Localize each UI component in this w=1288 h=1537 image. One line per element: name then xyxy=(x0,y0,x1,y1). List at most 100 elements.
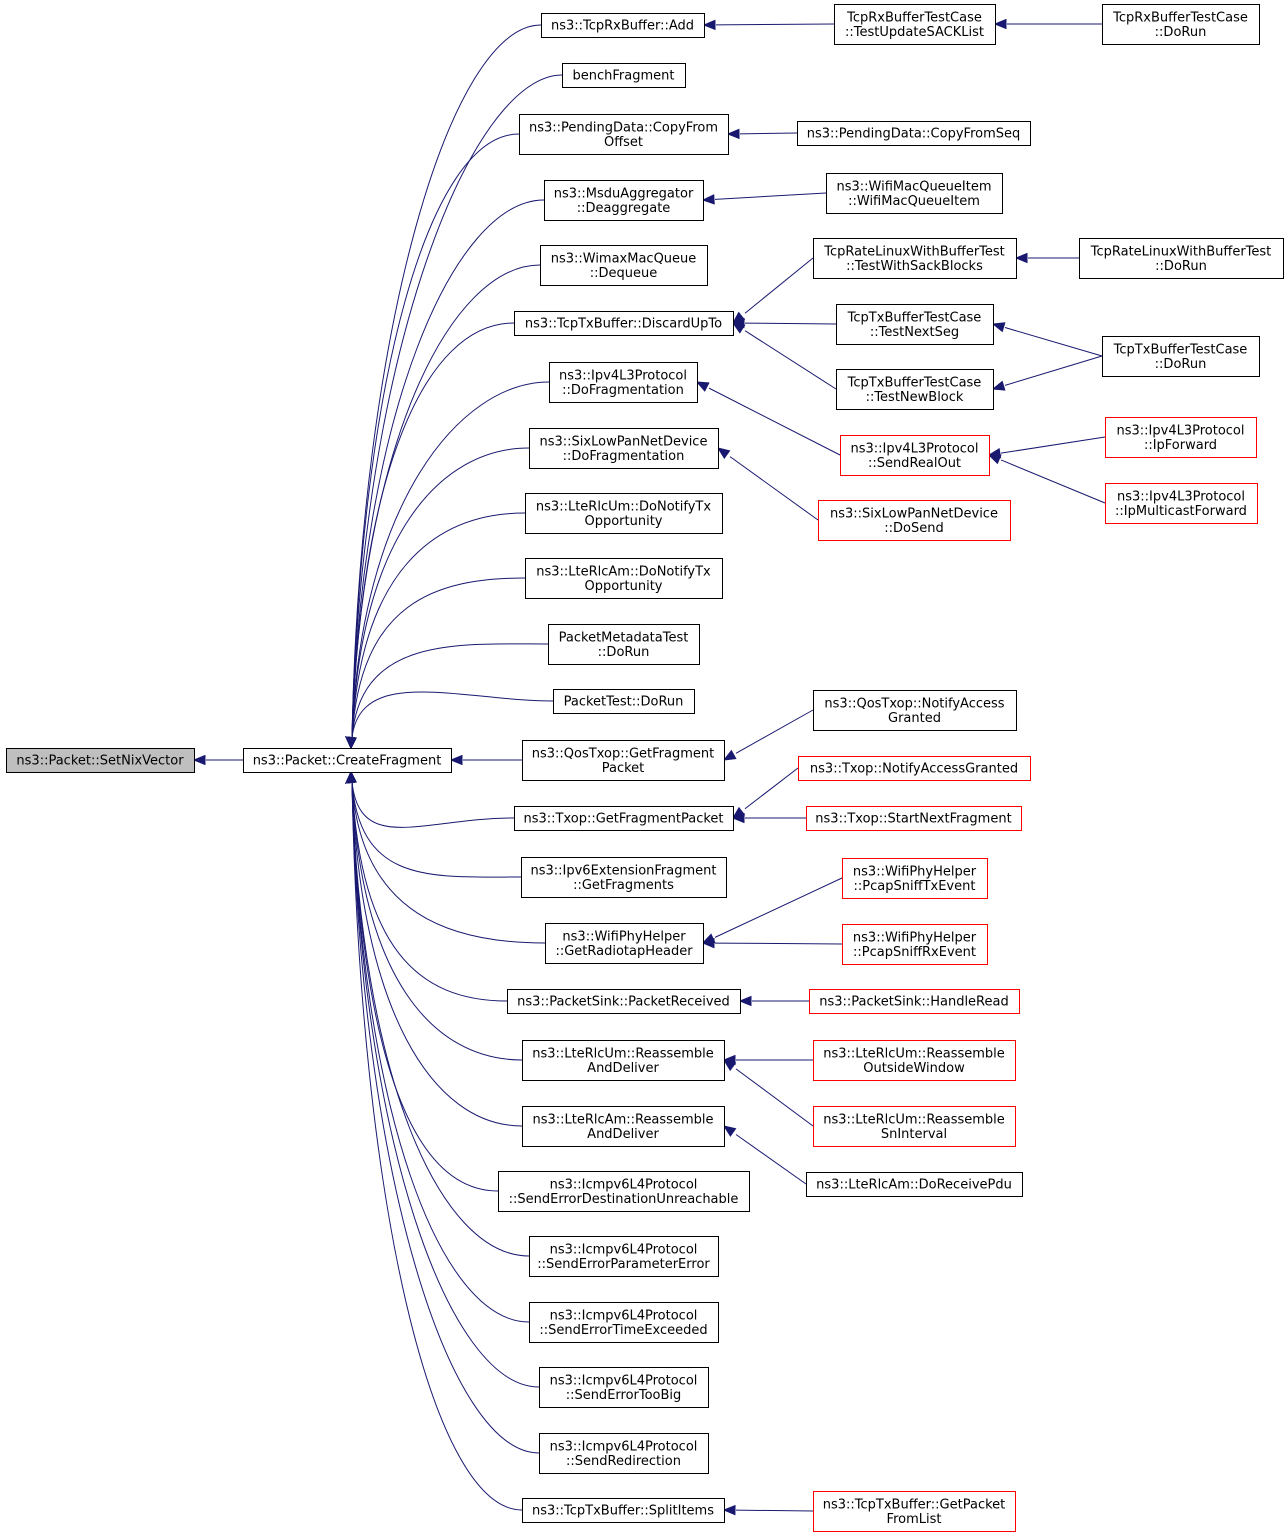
node-txtc_nextseg[interactable]: TcpTxBufferTestCase::TestNextSeg xyxy=(836,304,994,345)
node-label: ::SendErrorParameterError xyxy=(537,1257,710,1272)
node-qos_getfrag[interactable]: ns3::QosTxop::GetFragmentPacket xyxy=(522,740,725,781)
node-box xyxy=(522,740,725,781)
edge-rlcam_recvpdu-to-rlcam_reasm xyxy=(722,1125,807,1185)
node-txtc_newblock[interactable]: TcpTxBufferTestCase::TestNewBlock xyxy=(836,369,994,410)
node-label: ns3::Icmpv6L4Protocol xyxy=(550,1242,698,1257)
node-icmp_param[interactable]: ns3::Icmpv6L4Protocol::SendErrorParamete… xyxy=(529,1236,719,1277)
node-tcptx_split[interactable]: ns3::TcpTxBuffer::SplitItems xyxy=(522,1498,725,1523)
node-label: ns3::LteRlcAm::Reassemble xyxy=(533,1112,714,1127)
node-sixlow_dosend[interactable]: ns3::SixLowPanNetDevice::DoSend xyxy=(818,500,1011,541)
node-ipv4_ipfwd[interactable]: ns3::Ipv4L3Protocol::IpForward xyxy=(1105,417,1257,458)
node-icmp_destunr[interactable]: ns3::Icmpv6L4Protocol::SendErrorDestinat… xyxy=(498,1171,750,1212)
node-label: ns3::LteRlcUm::DoNotifyTx xyxy=(536,499,711,514)
node-box xyxy=(1102,336,1260,377)
node-setnix[interactable]: ns3::Packet::SetNixVector xyxy=(6,748,195,773)
node-ratelinux_sack[interactable]: TcpRateLinuxWithBufferTest::TestWithSack… xyxy=(813,238,1017,279)
node-pmeta_dorun[interactable]: PacketMetadataTest::DoRun xyxy=(548,624,700,665)
node-label: PacketTest::DoRun xyxy=(564,695,684,710)
node-rxtc_dorun[interactable]: TcpRxBufferTestCase::DoRun xyxy=(1102,4,1260,45)
edge-pend_cfo-to-createfrag xyxy=(345,133,520,750)
node-label: ns3::Icmpv6L4Protocol xyxy=(550,1308,698,1323)
node-ipv4_sendreal[interactable]: ns3::Ipv4L3Protocol::SendRealOut xyxy=(840,435,990,476)
node-sixlow_dofrag[interactable]: ns3::SixLowPanNetDevice::DoFragmentation xyxy=(529,428,719,469)
node-txop_startnext[interactable]: ns3::Txop::StartNextFragment xyxy=(806,806,1022,831)
node-wimax_deq[interactable]: ns3::WimaxMacQueue::Dequeue xyxy=(540,245,708,286)
edge-tcptx_getpkt-to-tcptx_split xyxy=(722,1504,814,1516)
edge-txop_notify-to-txop_getfrag xyxy=(731,767,799,819)
node-label: ::DoSend xyxy=(884,521,943,536)
node-box xyxy=(553,689,695,714)
node-box xyxy=(1102,4,1260,45)
node-box xyxy=(514,311,734,336)
node-label: ns3::WifiMacQueueItem xyxy=(836,179,991,194)
node-label: ::DoRun xyxy=(1155,259,1207,274)
node-wmqi[interactable]: ns3::WifiMacQueueItem::WifiMacQueueItem xyxy=(826,173,1003,214)
node-label: ns3::Txop::StartNextFragment xyxy=(815,812,1011,827)
node-benchfrag[interactable]: benchFragment xyxy=(562,63,686,88)
node-rlcam_recvpdu[interactable]: ns3::LteRlcAm::DoReceivePdu xyxy=(806,1172,1023,1197)
node-ipv6ext_getfrags[interactable]: ns3::Ipv6ExtensionFragment::GetFragments xyxy=(521,857,727,898)
node-icmp_time[interactable]: ns3::Icmpv6L4Protocol::SendErrorTimeExce… xyxy=(529,1302,719,1343)
node-label: ::WifiMacQueueItem xyxy=(848,194,980,209)
node-box xyxy=(813,1491,1016,1532)
node-label: TcpRxBufferTestCase xyxy=(846,10,982,25)
node-label: ns3::LteRlcUm::Reassemble xyxy=(823,1112,1005,1127)
node-ipv4_ipmcast[interactable]: ns3::Ipv4L3Protocol::IpMulticastForward xyxy=(1105,483,1258,524)
node-txtc_dorun[interactable]: TcpTxBufferTestCase::DoRun xyxy=(1102,336,1260,377)
edge-rlcam_notify-to-createfrag xyxy=(345,577,526,750)
node-psink_handle[interactable]: ns3::PacketSink::HandleRead xyxy=(809,989,1020,1014)
node-box xyxy=(548,624,700,665)
edge-txop_getfrag-to-createfrag xyxy=(345,770,515,828)
node-ratelinux_dorun[interactable]: TcpRateLinuxWithBufferTest::DoRun xyxy=(1079,238,1284,279)
node-icmp_toobig[interactable]: ns3::Icmpv6L4Protocol::SendErrorTooBig xyxy=(539,1367,709,1408)
node-pend_cfs[interactable]: ns3::PendingData::CopyFromSeq xyxy=(797,121,1031,146)
edge-pmeta_dorun-to-createfrag xyxy=(345,643,549,750)
node-label: ::GetFragments xyxy=(573,878,674,893)
node-wifiphy_radiotap[interactable]: ns3::WifiPhyHelper::GetRadiotapHeader xyxy=(545,923,704,964)
node-wifiphy_tx[interactable]: ns3::WifiPhyHelper::PcapSniffTxEvent xyxy=(842,858,988,899)
edge-tcptx_split-to-createfrag xyxy=(345,770,523,1511)
edge-icmp_destunr-to-createfrag xyxy=(345,770,499,1192)
edge-wifiphy_rx-to-wifiphy_radiotap xyxy=(701,937,843,949)
node-label: ns3::TcpTxBuffer::GetPacket xyxy=(823,1497,1006,1512)
node-ptest_dorun[interactable]: PacketTest::DoRun xyxy=(553,689,695,714)
node-msdu_deagg[interactable]: ns3::MsduAggregator::Deaggregate xyxy=(544,180,704,221)
edge-qos_notify-to-qos_getfrag xyxy=(722,709,814,761)
node-ipv4_dofrag[interactable]: ns3::Ipv4L3Protocol::DoFragmentation xyxy=(549,362,698,403)
edge-sixlow_dosend-to-sixlow_dofrag xyxy=(716,447,819,521)
node-wifiphy_rx[interactable]: ns3::WifiPhyHelper::PcapSniffRxEvent xyxy=(842,924,988,965)
node-box xyxy=(529,1236,719,1277)
node-box xyxy=(809,989,1020,1014)
node-box xyxy=(498,1171,750,1212)
node-label: ::IpForward xyxy=(1144,438,1217,453)
node-label: ns3::Ipv4L3Protocol xyxy=(851,441,979,456)
node-label: TcpRxBufferTestCase xyxy=(1112,10,1248,25)
node-rxtc_sack[interactable]: TcpRxBufferTestCase::TestUpdateSACKList xyxy=(834,4,996,45)
node-label: ::TestWithSackBlocks xyxy=(846,259,983,274)
node-txop_notify[interactable]: ns3::Txop::NotifyAccessGranted xyxy=(798,756,1031,781)
node-box xyxy=(813,1106,1016,1147)
node-tcprx_add[interactable]: ns3::TcpRxBuffer::Add xyxy=(541,13,705,38)
node-qos_notify[interactable]: ns3::QosTxop::NotifyAccessGranted xyxy=(813,690,1017,731)
node-label: ::SendErrorTimeExceeded xyxy=(539,1323,707,1338)
edge-pend_cfs-to-pend_cfo xyxy=(726,128,798,140)
node-box xyxy=(813,690,1017,731)
node-box xyxy=(1105,417,1257,458)
edge-icmp_redir-to-createfrag xyxy=(345,770,540,1454)
node-tcptx_discard[interactable]: ns3::TcpTxBuffer::DiscardUpTo xyxy=(514,311,734,336)
node-label: ns3::Txop::NotifyAccessGranted xyxy=(810,762,1018,777)
node-label: ::GetRadiotapHeader xyxy=(555,944,693,959)
node-label: ns3::PendingData::CopyFromSeq xyxy=(807,127,1021,142)
node-createfrag[interactable]: ns3::Packet::CreateFragment xyxy=(243,748,452,773)
node-txop_getfrag[interactable]: ns3::Txop::GetFragmentPacket xyxy=(514,806,734,831)
node-icmp_redir[interactable]: ns3::Icmpv6L4Protocol::SendRedirection xyxy=(539,1433,709,1474)
node-psink_recv[interactable]: ns3::PacketSink::PacketReceived xyxy=(507,989,741,1014)
